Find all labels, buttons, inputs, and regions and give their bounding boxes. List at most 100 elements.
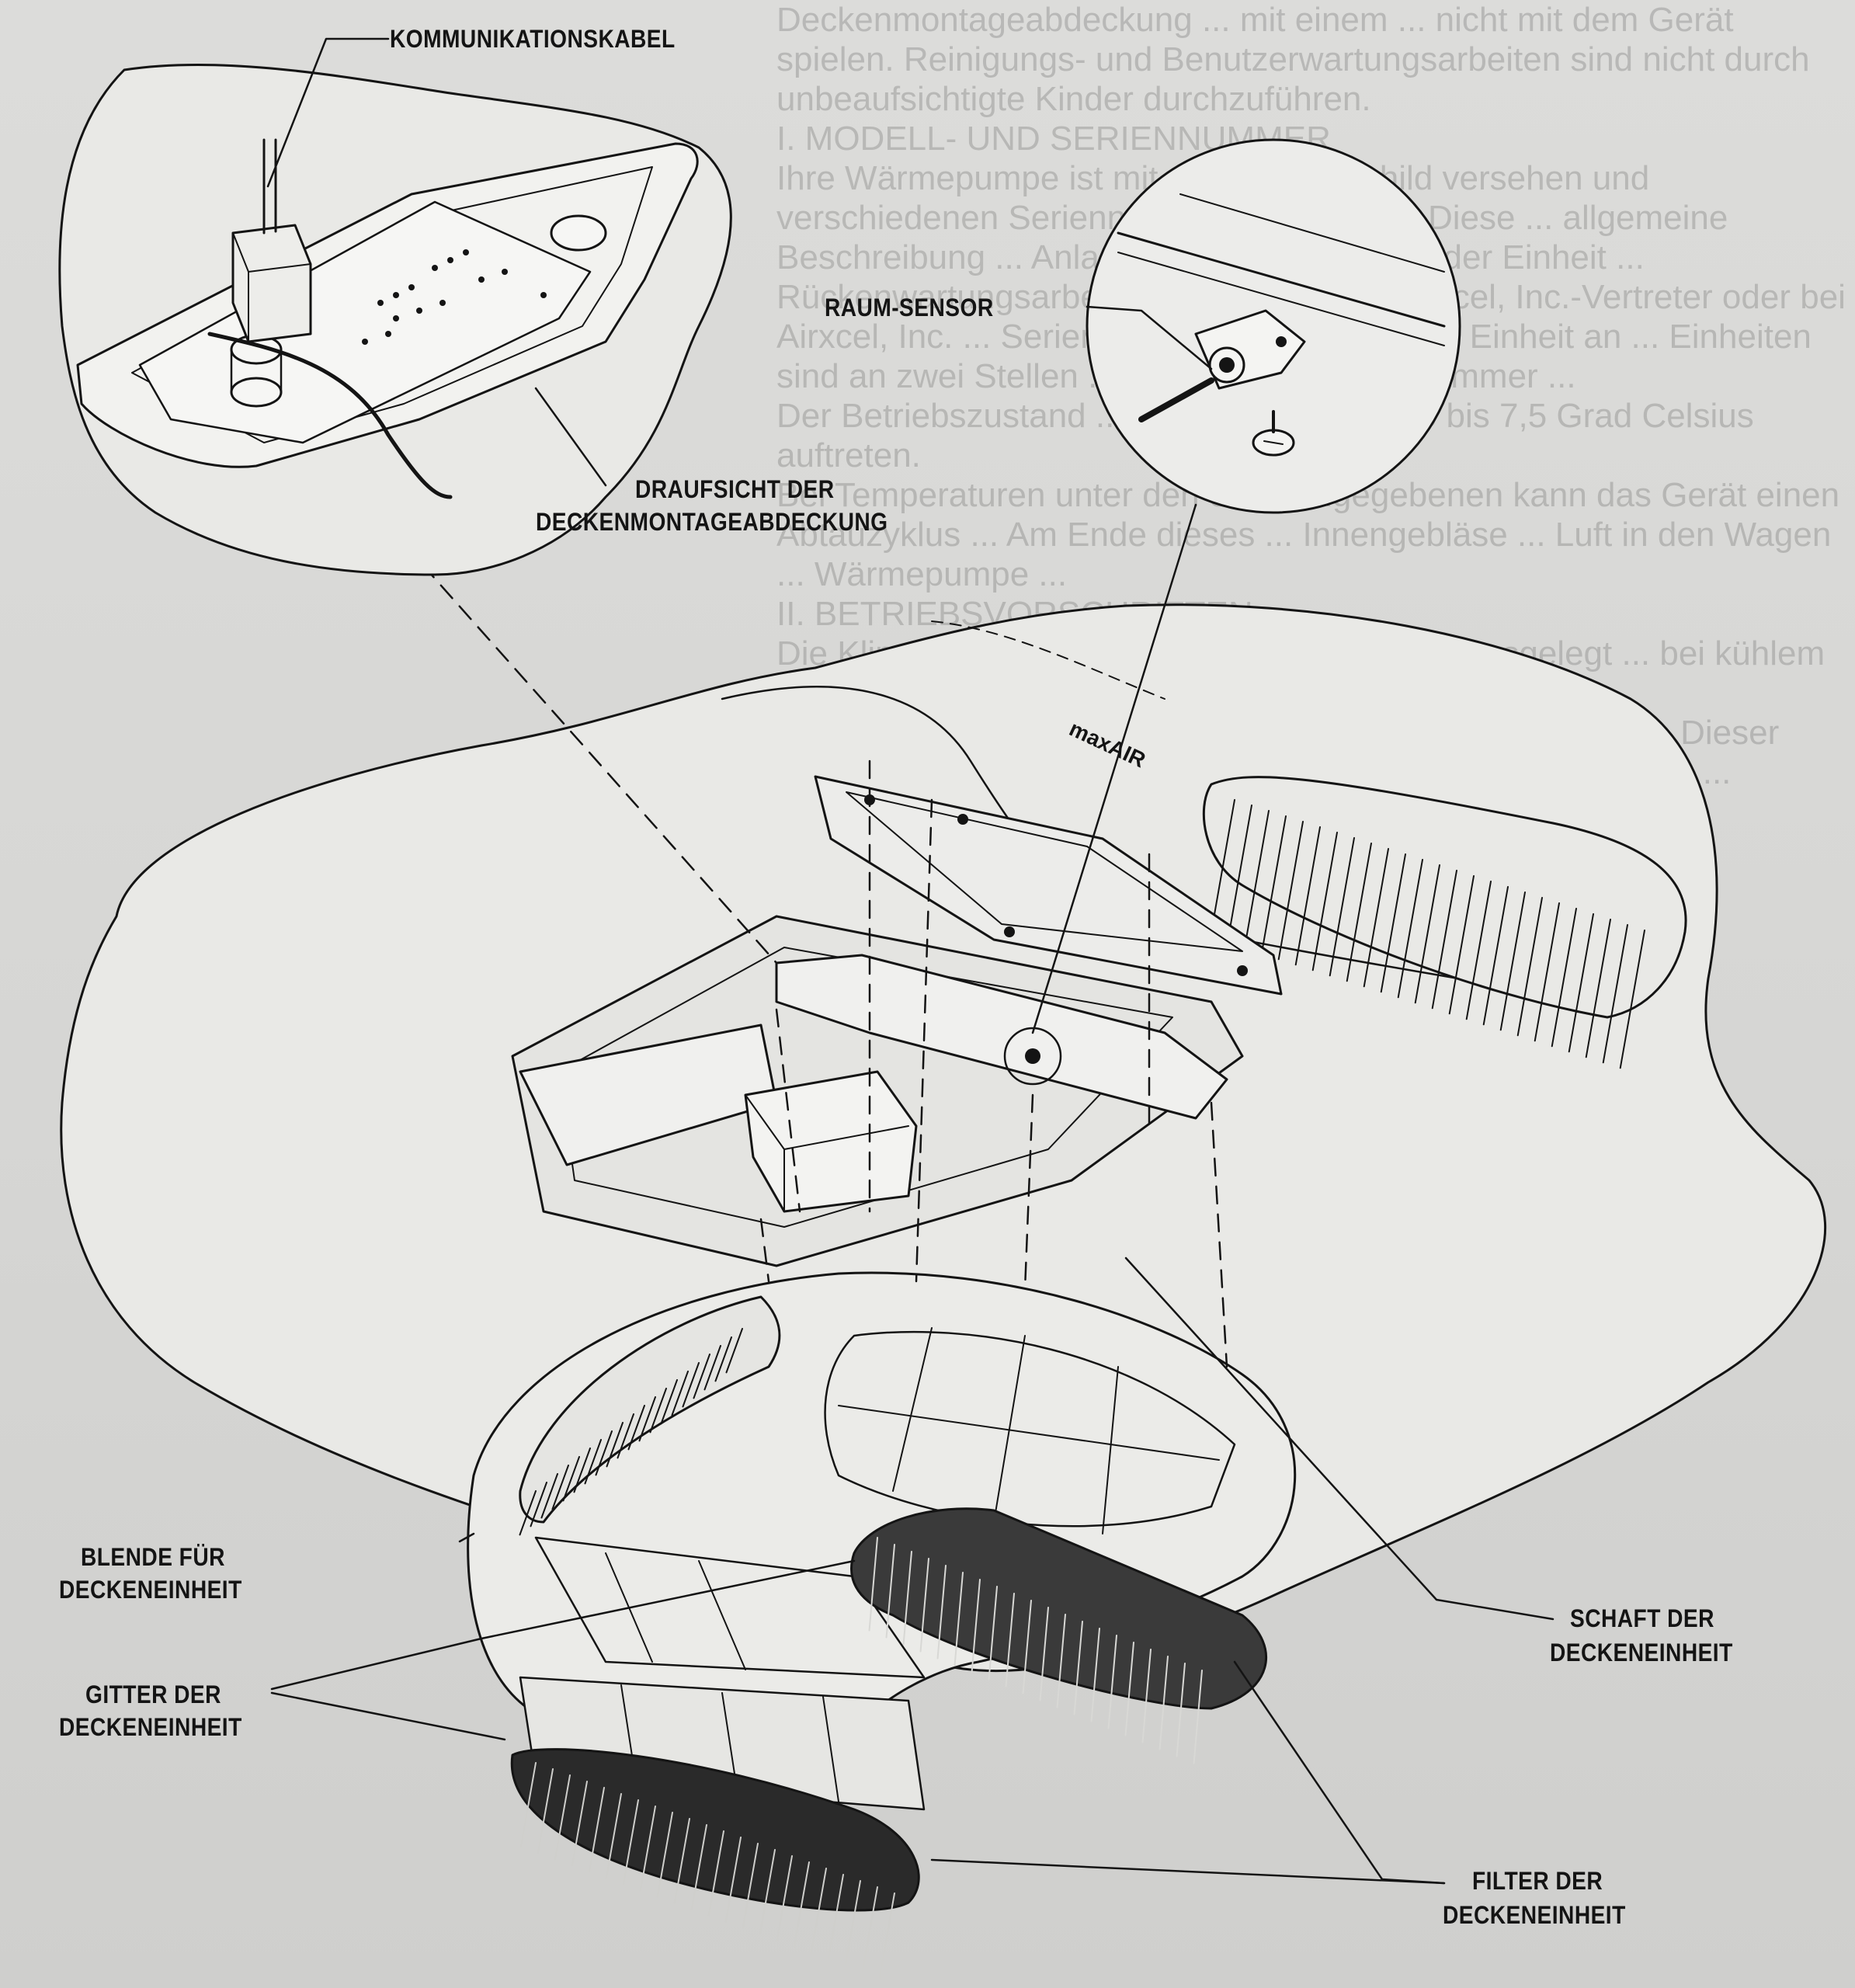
grille-slat [878, 1892, 895, 1979]
grille-slat [1056, 1614, 1066, 1708]
grille-slat [707, 1830, 724, 1917]
grille-slat [1602, 924, 1628, 1064]
label-leaders [266, 37, 1555, 1885]
explode-lines [402, 542, 1228, 1368]
grille-slat [617, 1413, 634, 1459]
label-grille-2: DECKENEINHEIT [59, 1713, 242, 1741]
grille-slat [595, 1430, 613, 1476]
grille-slat [1465, 881, 1492, 1020]
grille-slat [1516, 897, 1543, 1037]
label-shroud-1: BLENDE FÜR [81, 1543, 225, 1571]
grille-slat [1243, 810, 1270, 950]
cable-connector [231, 224, 312, 343]
grille-slat [682, 1362, 700, 1408]
sensor-detail-leader [1031, 503, 1197, 1034]
grille-slat [1619, 930, 1645, 1069]
ceiling-filter [510, 1676, 926, 1979]
grille-slat [1585, 919, 1611, 1058]
grille-slat [605, 1793, 622, 1879]
grille-slat [714, 1336, 732, 1382]
grille-slat [1431, 870, 1457, 1010]
grille-slat [936, 1565, 947, 1660]
grille-slat [540, 1473, 558, 1519]
grille-slat [1022, 1600, 1032, 1694]
grille-slat [649, 1388, 667, 1434]
grille-slat [1311, 832, 1338, 971]
grille-slat [639, 1806, 656, 1892]
shroud-side-vent [519, 1295, 781, 1536]
grille-slat [1329, 837, 1355, 977]
label-filter-1: FILTER DER [1472, 1867, 1603, 1895]
grille-slat [844, 1880, 861, 1966]
grille-slat [1499, 891, 1526, 1031]
grille-slat [793, 1861, 810, 1948]
label-cover-top-view-2: DECKENMONTAGEABDECKUNG [536, 508, 888, 536]
grille-slat [562, 1456, 580, 1502]
grille-slat [588, 1787, 605, 1873]
rooftop-vent-grille [1202, 776, 1687, 1069]
grille-slat [759, 1849, 776, 1935]
ceiling-frame-top-inner [846, 791, 1243, 952]
grille-slat [703, 1345, 721, 1391]
grille-slat [1226, 805, 1252, 944]
grille-slat [1193, 1670, 1203, 1764]
grille-slat [519, 1762, 537, 1848]
cover-knob [550, 214, 607, 252]
grille-slat [742, 1843, 759, 1929]
grille-slat [1448, 875, 1475, 1015]
grille-slat [693, 1354, 710, 1399]
grille-slat [1397, 859, 1423, 999]
grille-slat [1551, 908, 1577, 1048]
label-shaft-2: DECKENEINHEIT [1550, 1639, 1733, 1667]
grille-slat [868, 1537, 878, 1632]
grille-slat [1141, 1649, 1152, 1743]
grille-slat [671, 1371, 689, 1416]
grille-slat [725, 1328, 743, 1374]
grille-slat [554, 1774, 571, 1861]
grille-slat [885, 1544, 895, 1639]
grille-slat [1159, 1656, 1169, 1750]
grille-slat [660, 1379, 678, 1425]
grille-slat [1124, 1642, 1134, 1736]
grille-slat [573, 1448, 591, 1493]
shroud-return-opening [824, 1330, 1236, 1527]
grille-slat [919, 1558, 929, 1653]
label-shaft-1: SCHAFT DER [1570, 1604, 1714, 1632]
grille-slat [1380, 853, 1406, 993]
grille-slat [724, 1837, 742, 1923]
board-capacitor [230, 377, 283, 408]
grille-slat [988, 1586, 998, 1680]
grille-slat [584, 1439, 602, 1485]
grille-slat [606, 1422, 624, 1468]
grille-slat [627, 1405, 645, 1451]
grille-slat [1090, 1628, 1100, 1722]
sensor-screw [1252, 410, 1295, 457]
duct-box [744, 1070, 918, 1213]
grille-slat [519, 1490, 537, 1536]
room-sensor-location [1003, 1027, 1062, 1086]
grille-slat [776, 1855, 793, 1941]
grille-slat [571, 1781, 588, 1867]
sensor-probe [1138, 377, 1214, 422]
grille-slat [954, 1572, 964, 1667]
body-contour [931, 620, 1165, 700]
label-shroud-2: DECKENEINHEIT [59, 1576, 242, 1604]
label-cover-top-view-1: DRAUFSICHT DER [635, 475, 835, 503]
grille-slat [902, 1551, 912, 1646]
ceiling-return-grille [850, 1507, 1268, 1764]
grille-slat [1073, 1621, 1083, 1715]
grille-slat [827, 1874, 844, 1960]
grille-slat [673, 1818, 690, 1904]
grille-slat [810, 1868, 827, 1954]
grille-slat [1176, 1663, 1186, 1757]
label-communication-cable: KOMMUNIKATIONSKABEL [390, 25, 676, 53]
grille-slat [1039, 1607, 1049, 1701]
grille-slat [530, 1482, 547, 1527]
grille-slat [971, 1579, 981, 1673]
grille-slat [1107, 1635, 1117, 1729]
grille-slat [622, 1799, 639, 1885]
grille-slat [1534, 902, 1560, 1042]
grille-slat [690, 1824, 707, 1910]
shroud-lower-frame [534, 1536, 926, 1679]
grille-slat [638, 1396, 656, 1442]
